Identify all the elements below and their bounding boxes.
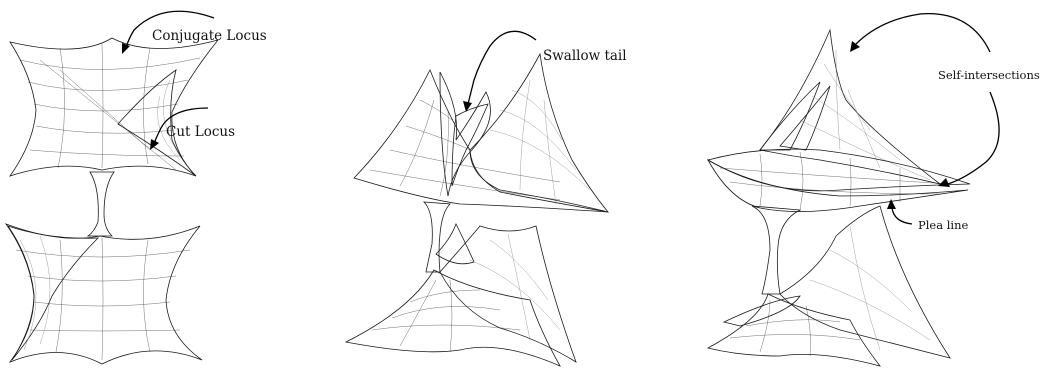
middle-upper-dark	[353, 69, 609, 213]
right-lower-dark	[706, 293, 882, 367]
upper-mesh	[19, 43, 201, 171]
lower-light-wedge	[6, 225, 100, 361]
arrowhead-swallow	[463, 101, 472, 112]
label-cut-locus: Cut Locus	[166, 124, 235, 140]
right-upper-dark-spike-2	[779, 85, 831, 151]
arrow-conjugate-locus	[125, 10, 215, 49]
middle-lower-mesh	[371, 233, 561, 353]
arrow-self-intersections-lower	[947, 91, 1000, 185]
label-conjugate-locus: Conjugate Locus	[152, 28, 267, 44]
middle-upper-mesh	[369, 79, 591, 205]
panel-right: Self-intersections Plea line	[706, 13, 1040, 367]
lower-conjugate-surface	[4, 223, 203, 365]
label-swallow-tail: Swallow tail	[543, 48, 627, 64]
right-band-mesh	[719, 151, 951, 211]
arrowhead-conjugate	[122, 43, 130, 54]
arrow-self-intersections	[855, 13, 991, 53]
right-lower-mid	[779, 205, 951, 359]
middle-lower-dark	[344, 269, 561, 367]
middle-lower-flap	[435, 223, 475, 265]
arrowhead-cut	[150, 139, 159, 150]
arrowhead-self-int-top	[850, 41, 860, 52]
arrow-plea-line	[891, 207, 913, 225]
right-band-lower	[706, 158, 969, 212]
arrow-cut-locus	[153, 107, 209, 145]
middle-upper-light	[469, 52, 609, 213]
right-upper-dark-spike	[759, 81, 821, 151]
right-upper-light	[759, 28, 941, 185]
right-lower-mesh	[729, 225, 931, 357]
arrow-swallow-tail	[467, 30, 537, 105]
middle-neck	[422, 201, 451, 273]
upper-conjugate-surface	[8, 37, 220, 177]
upper-cut-wedge	[117, 69, 197, 177]
right-neck	[751, 205, 802, 295]
neck	[86, 171, 115, 237]
arrowhead-plea	[887, 199, 896, 209]
right-band-upper	[706, 148, 971, 192]
arrowhead-self-int-bottom	[938, 178, 950, 187]
right-upper-mesh	[799, 49, 931, 181]
right-lower-light-sliver	[722, 295, 801, 327]
panel-left: Conjugate Locus Cut Locus	[4, 10, 267, 365]
middle-lower-mid	[439, 225, 577, 363]
lower-mesh	[15, 235, 191, 361]
middle-swallow-inner	[451, 103, 489, 187]
panel-middle: Swallow tail	[344, 30, 627, 367]
middle-swallow-fold	[439, 71, 491, 197]
label-self-intersections: Self-intersections	[938, 68, 1040, 82]
label-plea-line: Plea line	[918, 218, 968, 232]
